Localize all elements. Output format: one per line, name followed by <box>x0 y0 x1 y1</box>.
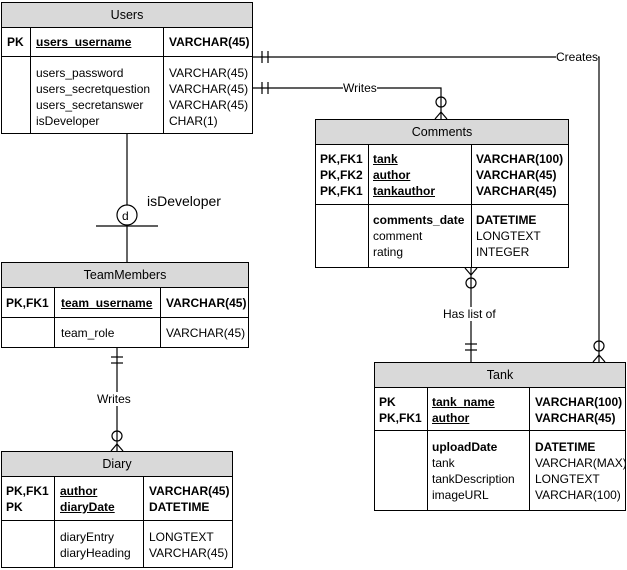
writes-crowfoot-right <box>440 111 448 120</box>
attr-name: tankauthor <box>373 184 436 198</box>
attr-name: uploadDate <box>432 440 498 454</box>
key-label: PK,FK1 <box>6 484 49 498</box>
attr-type: LONGTEXT <box>476 229 541 243</box>
attr-type: LONGTEXT <box>535 472 600 486</box>
entity-users: Users PK users_username VARCHAR(45) user… <box>1 2 253 134</box>
attr-name: comments_date <box>373 213 465 227</box>
attr-type: VARCHAR(45) <box>166 296 247 310</box>
attr-type: VARCHAR(45) <box>169 98 249 112</box>
has-list-crowfoot-right <box>470 267 478 276</box>
entity-diary: Diary PK,FK1 PK author diaryDate VARCHAR… <box>1 451 233 568</box>
attr-type: VARCHAR(45) <box>149 484 230 498</box>
attr-type: VARCHAR(45) <box>166 326 246 340</box>
key-section: PK PK,FK1 tank_name author VARCHAR(100) … <box>375 388 625 431</box>
has-list-of-label: Has list of <box>443 307 496 321</box>
attr-type: VARCHAR(100) <box>535 395 623 409</box>
attr-name: comment <box>373 229 423 243</box>
attr-name: users_secretanswer <box>36 98 144 112</box>
attr-name: users_username <box>36 35 132 49</box>
attr-type: VARCHAR(45) <box>169 66 249 80</box>
key-label: PK,FK1 <box>6 296 49 310</box>
attr-name: users_password <box>36 66 124 80</box>
attr-type: VARCHAR(45) <box>169 35 250 49</box>
subtype-symbol: d <box>122 209 129 223</box>
attr-section: team_role VARCHAR(45) <box>2 318 248 348</box>
writes-diary-label: Writes <box>97 392 131 406</box>
creates-line <box>253 56 600 362</box>
attr-section: users_password users_secretquestion user… <box>2 57 252 133</box>
attr-type: DATETIME <box>476 213 537 227</box>
creates-crowfoot-left <box>592 354 600 363</box>
attr-name: tankDescription <box>432 472 515 486</box>
attr-name: rating <box>373 245 404 259</box>
entity-teammembers: TeamMembers PK,FK1 team_username VARCHAR… <box>1 262 249 348</box>
creates-label: Creates <box>556 50 599 64</box>
attr-name: imageURL <box>432 488 489 502</box>
writes-diary-crowfoot-right <box>116 443 124 452</box>
writes-comments-circle <box>435 96 447 108</box>
attr-name: isDeveloper <box>36 114 100 128</box>
creates-crowfoot-right <box>598 354 606 363</box>
attr-type: VARCHAR(100) <box>476 152 564 166</box>
attr-name: diaryDate <box>60 500 115 514</box>
key-label: PK,FK1 <box>320 152 363 166</box>
attr-name: team_role <box>61 326 115 340</box>
key-section: PK users_username VARCHAR(45) <box>2 28 252 57</box>
attr-type: LONGTEXT <box>149 530 214 544</box>
attr-name: users_secretquestion <box>36 82 151 96</box>
entity-title: Comments <box>316 120 568 145</box>
entity-title: Diary <box>2 452 232 477</box>
key-label: PK <box>6 500 23 514</box>
attr-type: VARCHAR(45) <box>169 82 249 96</box>
writes-comments-line <box>253 87 442 119</box>
attr-name: diaryHeading <box>60 546 131 560</box>
writes-crowfoot-left <box>434 111 442 120</box>
attr-name: author <box>373 168 411 182</box>
attr-name: tank_name <box>432 395 495 409</box>
subtype-label: isDeveloper <box>147 193 221 209</box>
creates-tank-circle <box>593 340 605 352</box>
attr-type: VARCHAR(45) <box>476 168 557 182</box>
attr-type: VARCHAR(100) <box>535 488 621 502</box>
attr-name: diaryEntry <box>60 530 115 544</box>
attr-type: VARCHAR(45) <box>149 546 229 560</box>
attr-type: VARCHAR(MAX) <box>535 456 627 470</box>
writes-diary-crowfoot-left <box>110 443 118 452</box>
attr-section: uploadDate tank tankDescription imageURL… <box>375 431 627 511</box>
attr-type: CHAR(1) <box>169 114 218 128</box>
key-section: PK,FK1 PK author diaryDate VARCHAR(45) D… <box>2 477 232 521</box>
has-list-crowfoot-left <box>464 267 472 276</box>
attr-type: VARCHAR(45) <box>476 184 557 198</box>
attr-name: tank <box>373 152 398 166</box>
key-label: PK,FK1 <box>379 411 422 425</box>
entity-title: Tank <box>375 363 625 388</box>
writes-comments-label: Writes <box>343 81 377 95</box>
attr-section: comments_date comment rating DATETIME LO… <box>316 205 568 268</box>
attr-name: team_username <box>61 296 153 310</box>
attr-name: tank <box>432 456 455 470</box>
key-section: PK,FK1 PK,FK2 PK,FK1 tank author tankaut… <box>316 145 568 205</box>
entity-tank: Tank PK PK,FK1 tank_name author VARCHAR(… <box>374 362 627 511</box>
entity-title: TeamMembers <box>2 263 248 288</box>
key-label: PK,FK2 <box>320 168 363 182</box>
key-label: PK <box>379 395 396 409</box>
entity-title: Users <box>2 3 252 28</box>
key-label: PK <box>7 35 24 49</box>
attr-name: author <box>432 411 470 425</box>
attr-section: diaryEntry diaryHeading LONGTEXT VARCHAR… <box>2 521 232 568</box>
key-section: PK,FK1 team_username VARCHAR(45) <box>2 288 248 318</box>
attr-name: author <box>60 484 98 498</box>
attr-type: INTEGER <box>476 245 530 259</box>
entity-comments: Comments PK,FK1 PK,FK2 PK,FK1 tank autho… <box>315 119 569 268</box>
attr-type: DATETIME <box>149 500 210 514</box>
key-label: PK,FK1 <box>320 184 363 198</box>
writes-diary-circle <box>111 430 123 442</box>
attr-type: VARCHAR(45) <box>535 411 616 425</box>
has-list-circle <box>465 277 477 289</box>
attr-type: DATETIME <box>535 440 596 454</box>
